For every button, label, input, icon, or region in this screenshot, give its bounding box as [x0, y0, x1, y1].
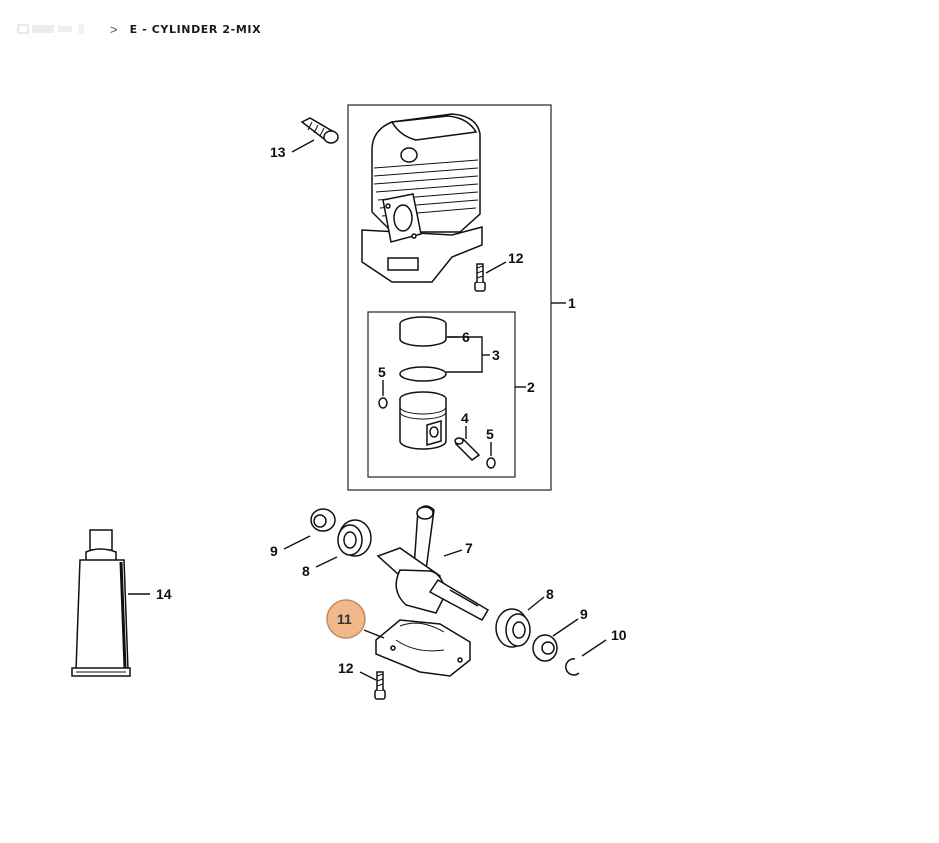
- leader-lines: [128, 140, 606, 680]
- callout-2[interactable]: 2: [527, 379, 535, 395]
- callout-5-right[interactable]: 5: [486, 426, 494, 442]
- callout-9-right[interactable]: 9: [580, 606, 588, 622]
- ball-bearing-left-part[interactable]: [338, 520, 371, 556]
- screw-part-upper[interactable]: [475, 264, 485, 291]
- piston-part[interactable]: [400, 392, 446, 449]
- crankshaft-part[interactable]: [378, 506, 488, 620]
- callout-12-lower[interactable]: 12: [338, 660, 354, 676]
- piston-ring-part[interactable]: [400, 317, 446, 346]
- callout-8-right[interactable]: 8: [546, 586, 554, 602]
- callout-11[interactable]: 11: [337, 611, 352, 627]
- crankcase-part[interactable]: [376, 620, 470, 676]
- callout-14[interactable]: 14: [156, 586, 172, 602]
- ring-part[interactable]: [400, 367, 446, 381]
- piston-pin-part[interactable]: [455, 438, 479, 460]
- sealant-tube-part[interactable]: [72, 530, 130, 676]
- ball-bearing-right-part[interactable]: [496, 609, 530, 647]
- callout-9-left[interactable]: 9: [270, 543, 278, 559]
- cylinder-part[interactable]: [362, 114, 482, 282]
- decompression-valve-part[interactable]: [302, 118, 338, 143]
- callout-7[interactable]: 7: [465, 540, 473, 556]
- snap-ring-right-part[interactable]: [487, 458, 495, 468]
- callout-3[interactable]: 3: [492, 347, 500, 363]
- oil-seal-left-part[interactable]: [311, 509, 335, 531]
- callout-8-left[interactable]: 8: [302, 563, 310, 579]
- callout-5-left[interactable]: 5: [378, 364, 386, 380]
- callout-10[interactable]: 10: [611, 627, 627, 643]
- callout-4[interactable]: 4: [461, 410, 469, 426]
- callout-13[interactable]: 13: [270, 144, 286, 160]
- oil-seal-right-part[interactable]: [533, 635, 557, 661]
- screw-part-lower[interactable]: [375, 672, 385, 699]
- callout-1[interactable]: 1: [568, 295, 576, 311]
- snap-ring-left-part[interactable]: [379, 398, 387, 408]
- callout-12-upper[interactable]: 12: [508, 250, 524, 266]
- callout-6[interactable]: 6: [462, 329, 470, 345]
- circlip-part[interactable]: [566, 659, 579, 675]
